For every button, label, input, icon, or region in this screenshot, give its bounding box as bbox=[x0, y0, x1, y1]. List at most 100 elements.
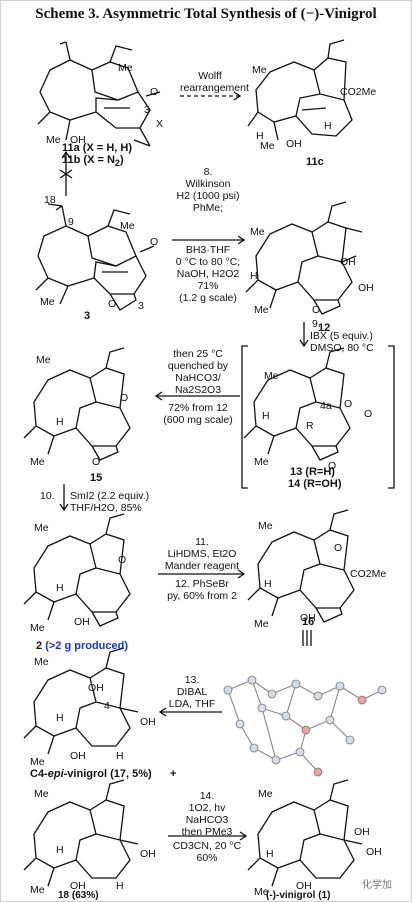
structure-3 bbox=[35, 203, 155, 311]
structure-11c bbox=[247, 39, 353, 141]
equivalence-mark bbox=[302, 630, 312, 646]
scheme-title: Scheme 3. Asymmetric Total Synthesis of … bbox=[35, 6, 377, 22]
compound-13: 13 (R=H) bbox=[290, 466, 335, 478]
label-me: Me bbox=[30, 756, 45, 768]
label-me: Me bbox=[252, 64, 267, 76]
structure-1 bbox=[247, 779, 363, 887]
label-oh: OH bbox=[354, 826, 370, 838]
label-h: H bbox=[324, 120, 332, 132]
compound-11c: 11c bbox=[306, 156, 324, 168]
compound-3: 3 bbox=[84, 310, 91, 322]
label-h: H bbox=[56, 416, 64, 428]
label-me: Me bbox=[40, 296, 55, 308]
structure-16 bbox=[247, 509, 355, 623]
label-n4a: 4a bbox=[320, 400, 332, 412]
label-me: Me bbox=[118, 62, 133, 74]
label-o: O bbox=[150, 236, 159, 248]
label-x: X bbox=[156, 118, 164, 130]
label-me: Me bbox=[30, 884, 45, 896]
structure-11a bbox=[37, 41, 161, 147]
label-me: Me bbox=[36, 354, 51, 366]
label-h: H bbox=[256, 130, 264, 142]
label-h: H bbox=[262, 410, 270, 422]
label-oh: OH bbox=[340, 256, 356, 268]
label-oh: OH bbox=[296, 880, 312, 892]
label-o: O bbox=[328, 460, 337, 472]
label-oh: OH bbox=[74, 616, 90, 628]
label-oh: OH bbox=[300, 612, 316, 624]
structure-2 bbox=[23, 513, 131, 627]
label-co2me: CO2Me bbox=[350, 568, 387, 580]
label-me: Me bbox=[34, 788, 49, 800]
label-n18: 18 bbox=[44, 194, 56, 206]
label-me: Me bbox=[34, 656, 49, 668]
label-h: H bbox=[56, 582, 64, 594]
label-n3: 3 bbox=[138, 300, 144, 312]
label-oh: OH bbox=[140, 848, 156, 860]
label-h: H bbox=[250, 270, 258, 282]
structure-13-14 bbox=[243, 347, 351, 461]
label-oh: OH bbox=[70, 750, 86, 762]
bracket-right bbox=[388, 345, 395, 489]
label-o: O bbox=[150, 86, 159, 98]
compound-11a: 11a (X = H, H) bbox=[62, 142, 133, 154]
conditions-step-9b-yield: 72% from 12(600 mg scale) bbox=[163, 402, 233, 426]
label-oh: OH bbox=[70, 880, 86, 892]
compound-14: 14 (R=OH) bbox=[288, 478, 342, 490]
label-o: O bbox=[108, 298, 117, 310]
label-me: Me bbox=[254, 456, 269, 468]
label-oh: OH bbox=[358, 282, 374, 294]
label-me: Me bbox=[260, 140, 275, 152]
label-n3: 3 bbox=[144, 104, 150, 116]
structure-18 bbox=[23, 779, 139, 887]
label-me: Me bbox=[258, 520, 273, 532]
label-me: Me bbox=[258, 788, 273, 800]
compound-1: (-)-vinigrol (1) bbox=[266, 890, 331, 901]
label-h: H bbox=[116, 750, 124, 762]
label-h: H bbox=[56, 712, 64, 724]
structure-15 bbox=[23, 347, 131, 461]
compound-11b: 11b (X = N2) bbox=[62, 154, 124, 169]
structure-12 bbox=[245, 201, 363, 315]
label-oh: OH bbox=[286, 138, 302, 150]
label-h: H bbox=[116, 880, 124, 892]
label-me: Me bbox=[46, 134, 61, 146]
label-oh: OH bbox=[366, 846, 382, 858]
label-oh: OH bbox=[88, 682, 104, 694]
compound-17: C4-epi-vinigrol (17, 5%) bbox=[30, 768, 152, 780]
label-r: R bbox=[306, 420, 314, 432]
label-n9: 9 bbox=[68, 216, 74, 228]
compound-15: 15 bbox=[90, 472, 103, 484]
conditions-step-10-reagent: SmI2 (2.2 equiv.)THF/H2O, 85% bbox=[70, 490, 150, 514]
label-o: O bbox=[334, 542, 343, 554]
label-me: Me bbox=[30, 622, 45, 634]
compound-2: 2 (>2 g produced) bbox=[36, 640, 128, 652]
label-me: Me bbox=[254, 618, 269, 630]
label-o: O bbox=[312, 304, 321, 316]
bracket-left bbox=[241, 345, 248, 489]
label-h: H bbox=[56, 844, 64, 856]
label-n4: 4 bbox=[104, 700, 110, 712]
conditions-step-9-reagent: IBX (5 equiv.)DMSO, 80 °C bbox=[310, 330, 374, 354]
conditions-step-9: 9. bbox=[312, 318, 321, 330]
label-me: Me bbox=[30, 456, 45, 468]
label-me: Me bbox=[120, 220, 135, 232]
watermark: 化学加 bbox=[362, 880, 392, 891]
label-o: O bbox=[364, 408, 373, 420]
label-h: H bbox=[264, 578, 272, 590]
compound-18: 18 (63%) bbox=[58, 890, 99, 901]
structure-17 bbox=[23, 647, 139, 755]
label-h: H bbox=[266, 848, 274, 860]
compound-12: 12 bbox=[318, 322, 331, 334]
label-o: O bbox=[120, 392, 129, 404]
label-o: O bbox=[344, 398, 353, 410]
label-oh: OH bbox=[140, 716, 156, 728]
plus-sign: + bbox=[170, 768, 177, 780]
